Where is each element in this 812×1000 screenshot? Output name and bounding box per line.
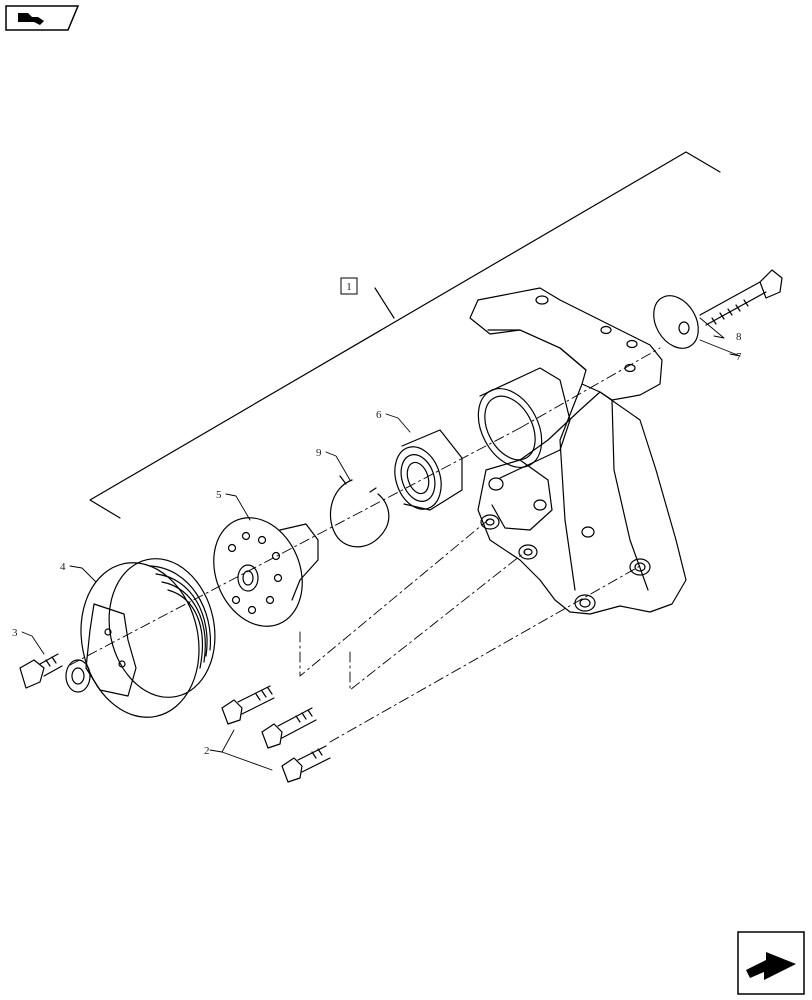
callout-1: 1: [340, 277, 358, 295]
callout-1-label: 1: [346, 281, 352, 293]
callout-7-label: 7: [736, 351, 742, 363]
callout-4-label: 4: [60, 561, 66, 573]
assembly-bracket-line: [89, 151, 721, 519]
washer: [653, 295, 699, 349]
callout-9-label: 9: [316, 447, 322, 459]
next-page-arrow-icon[interactable]: [736, 930, 806, 996]
callout-6-label: 6: [376, 409, 382, 421]
hub: [213, 517, 319, 627]
long-bolt: [699, 269, 783, 326]
snap-ring: [329, 475, 390, 548]
mounting-bracket: [469, 287, 687, 615]
book-section-icon[interactable]: [4, 4, 80, 32]
callout-3-label: 3: [12, 627, 18, 639]
centerlines: [69, 347, 661, 743]
callout-2-label: 2: [204, 745, 210, 757]
small-bolt: [19, 653, 63, 689]
flange-bolts: [221, 685, 331, 783]
callout-8-label: 8: [736, 331, 742, 343]
leader-lines: [21, 317, 741, 771]
callout-5-label: 5: [216, 489, 222, 501]
bearing: [394, 429, 463, 511]
pulley: [65, 558, 216, 718]
